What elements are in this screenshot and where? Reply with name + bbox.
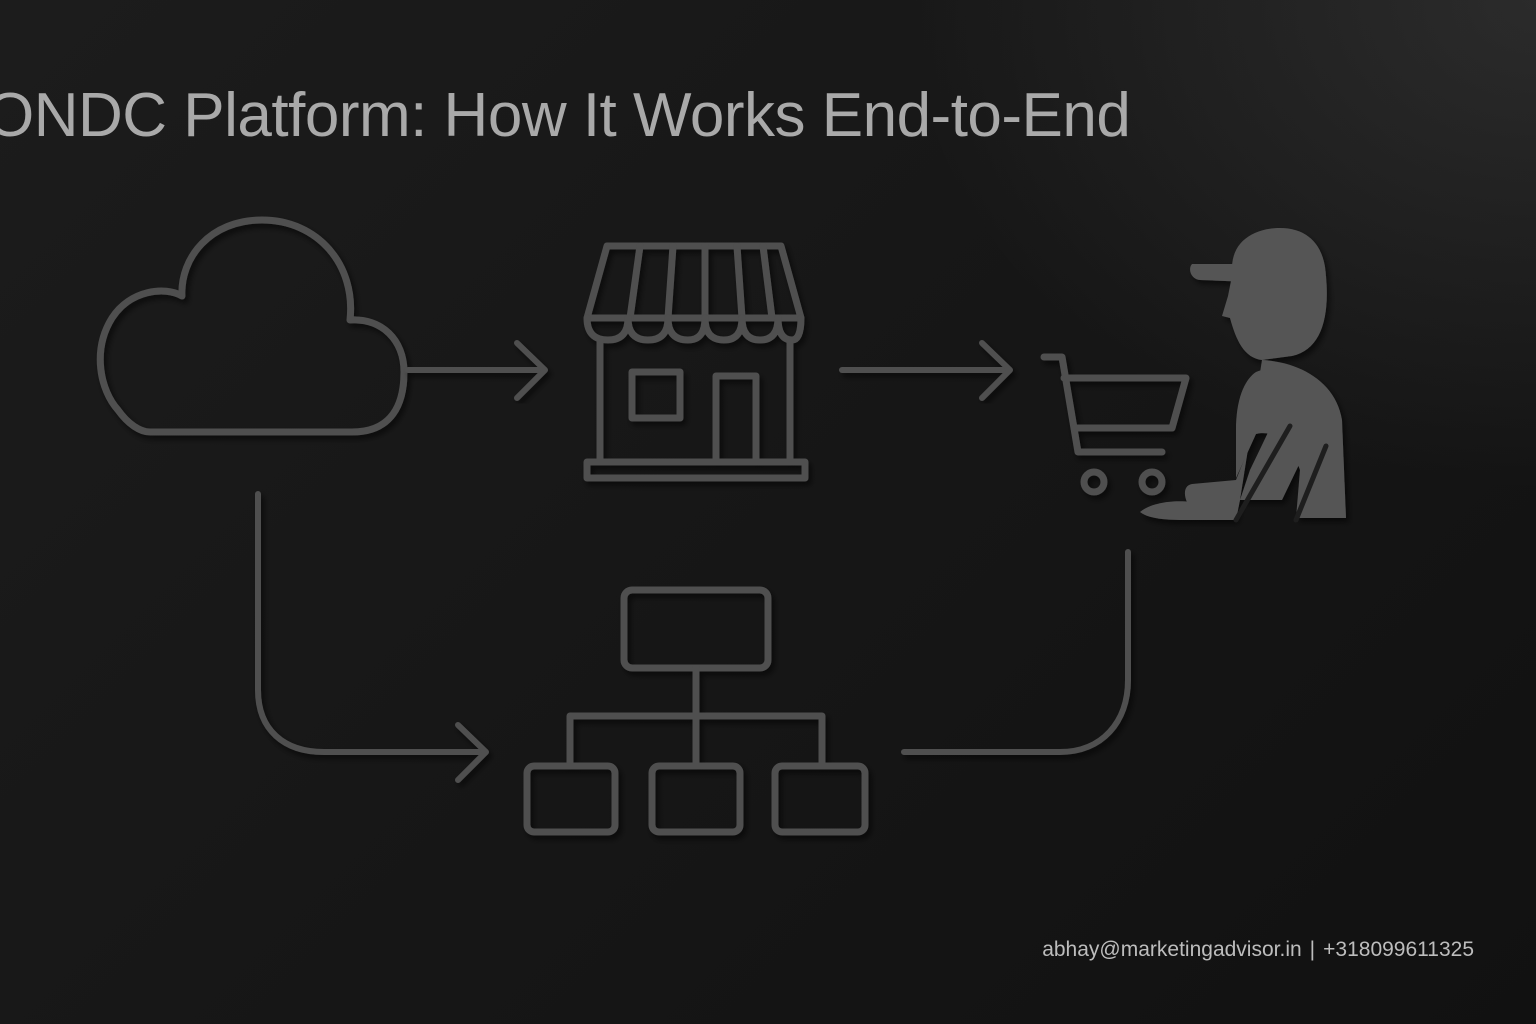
contact-footer: abhay@marketingadvisor.in | +318099611325 [1042,938,1474,962]
person-cap-icon [1140,228,1346,520]
network-hierarchy-icon [523,586,869,836]
arrow-cloud-to-network [255,491,489,783]
contact-email: abhay@marketingadvisor.in [1042,938,1302,961]
person-arm-lines [1233,423,1329,523]
contact-phone: +318099611325 [1323,938,1474,961]
contact-separator: | [1309,938,1316,961]
shopping-cart-icon [1040,353,1190,496]
arrow-cloud-to-store [405,340,548,401]
diagram-title: ONDC Platform: How It Works End-to-End [0,81,1131,150]
connector-network-to-customer [901,549,1131,755]
arrow-store-to-cart [839,340,1013,401]
cloud-icon [96,216,408,436]
storefront-icon [583,242,809,482]
